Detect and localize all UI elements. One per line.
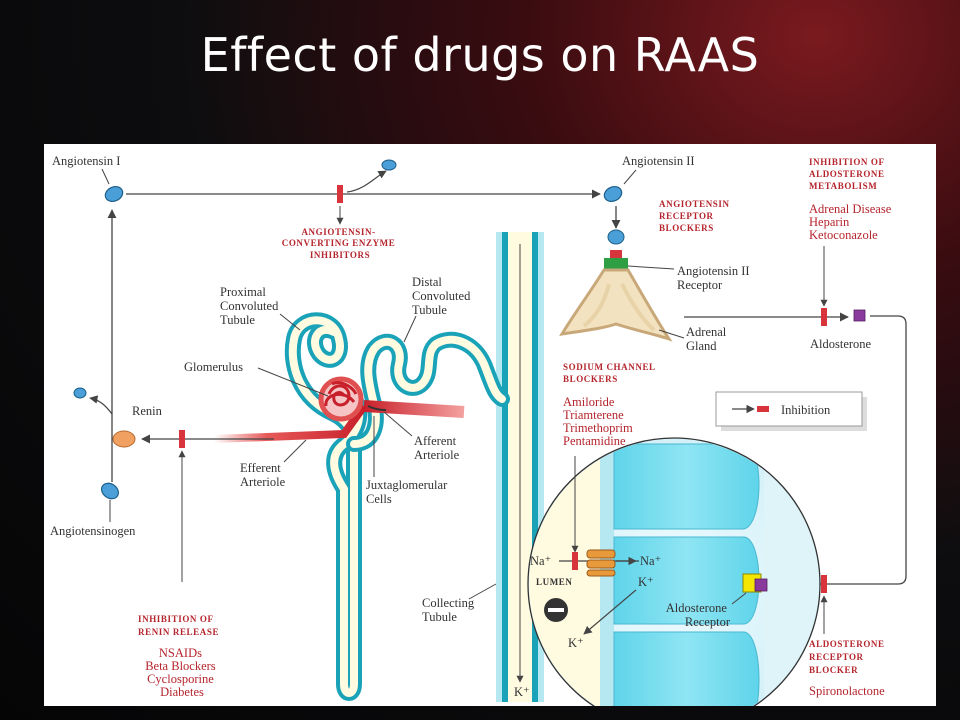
ace-inhibition-mark — [337, 185, 343, 203]
adrenal-gland-label: Adrenal Gland — [686, 325, 729, 353]
aldo-metabolism-drugs: Adrenal Disease Heparin Ketoconazole — [809, 202, 894, 242]
angiotensin-i-label: Angiotensin I — [52, 154, 120, 168]
sodium-channel-blockers-label: SODIUM CHANNEL BLOCKERS — [563, 362, 658, 384]
sodium-channel-drugs: Amiloride Triamterene Trimethoprim Penta… — [563, 395, 636, 448]
k-lumen-label: K⁺ — [568, 636, 584, 650]
leader-line — [658, 329, 685, 339]
aldo-receptor-blocker-label: ALDOSTERONE RECEPTOR BLOCKER — [809, 639, 887, 675]
angiotensin-i-molecule — [104, 186, 124, 202]
potassium-flow-arrow — [583, 589, 637, 635]
leader-line — [279, 313, 301, 331]
legend-box: Inhibition — [715, 391, 867, 431]
bound-angiotensin-ii — [607, 229, 625, 245]
byproduct-arrow — [346, 170, 387, 193]
angiotensinogen-label: Angiotensinogen — [50, 524, 136, 538]
afferent-arteriole — [363, 400, 465, 418]
proximal-tubule-label: Proximal Convoluted Tubule — [220, 285, 281, 327]
sodium-channel-block-mark — [572, 552, 578, 570]
k-out-label: K⁺ — [514, 685, 530, 699]
slide-title: Effect of drugs on RAAS — [200, 28, 760, 82]
inhibition-aldo-metabolism-label: INHIBITION OF ALDOSTERONE METABOLISM — [809, 157, 887, 191]
aldo-metabolism-inhibition-mark — [821, 308, 827, 326]
leader-line — [383, 411, 413, 437]
renin-label: Renin — [132, 404, 163, 418]
renin-release-drugs: NSAIDs Beta Blockers Cyclosporine Diabet… — [145, 646, 219, 699]
angiotensin-ii-label: Angiotensin II — [622, 154, 695, 168]
leader-line — [257, 367, 329, 397]
leader-line — [468, 583, 497, 600]
byproduct-molecule — [381, 159, 397, 171]
leader-line — [283, 439, 307, 463]
leader-line — [101, 168, 110, 185]
aldo-receptor-block-mark — [821, 575, 827, 593]
legend-inhibition-mark — [757, 406, 769, 412]
aldosterone-receptor-label: Aldosterone Receptor — [666, 601, 731, 629]
nephron-tubule — [284, 312, 510, 701]
renin-inhibition-mark — [179, 430, 185, 448]
lumen-label: LUMEN — [536, 577, 573, 587]
spironolactone-label: Spironolactone — [809, 684, 885, 698]
inhibition-renin-release-label: INHIBITION OF RENIN RELEASE — [138, 614, 219, 637]
cleavage-arrow — [89, 395, 113, 415]
aldosterone-receptor-complex — [742, 573, 768, 593]
afferent-arteriole-label: Afferent Arteriole — [414, 434, 460, 462]
leader-line — [623, 169, 637, 185]
leader-line — [403, 315, 417, 343]
cleaved-peptide-molecule — [73, 387, 87, 399]
raas-diagram-panel: Angiotensin I ANGIOTENSIN- CONVERTING EN… — [44, 144, 936, 706]
distal-tubule-label: Distal Convoluted Tubule — [412, 275, 473, 317]
at2-receptor-label: Angiotensin II Receptor — [677, 264, 753, 292]
na-lumen-label: Na⁺ — [530, 554, 551, 568]
collecting-tubule-label: Collecting Tubule — [422, 596, 477, 624]
na-cell-label: Na⁺ — [640, 554, 661, 568]
juxtaglomerular-cells-label: Juxtaglomerular Cells — [366, 478, 450, 506]
k-cell-label: K⁺ — [638, 575, 654, 589]
aldosterone-to-receptor-arrow — [773, 315, 907, 589]
aldosterone-molecule — [853, 309, 866, 322]
aldosterone-label: Aldosterone — [810, 337, 872, 351]
minus-glyph — [548, 608, 564, 612]
arb-block-mark — [610, 250, 622, 260]
efferent-arteriole — [213, 403, 368, 443]
leader-line — [731, 592, 747, 605]
leader-line — [627, 265, 675, 270]
legend-inhibition-label: Inhibition — [781, 403, 831, 417]
adrenal-gland-texture — [582, 283, 656, 332]
arb-label: ANGIOTENSIN RECEPTOR BLOCKERS — [659, 199, 732, 233]
ace-inhibitors-label: ANGIOTENSIN- CONVERTING ENZYME INHIBITOR… — [282, 227, 399, 260]
sodium-channel — [586, 549, 616, 577]
angiotensin-ii-receptor — [604, 258, 628, 270]
renin-molecule — [112, 430, 136, 448]
efferent-arteriole-label: Efferent Arteriole — [240, 461, 286, 489]
juxtaglomerular-cells — [367, 405, 387, 411]
angiotensinogen-molecule — [101, 482, 119, 500]
angiotensin-ii-molecule — [603, 186, 623, 202]
glomerulus-capillaries — [318, 376, 364, 422]
raas-diagram: Angiotensin I ANGIOTENSIN- CONVERTING EN… — [50, 154, 907, 706]
glomerulus-label: Glomerulus — [184, 360, 243, 374]
